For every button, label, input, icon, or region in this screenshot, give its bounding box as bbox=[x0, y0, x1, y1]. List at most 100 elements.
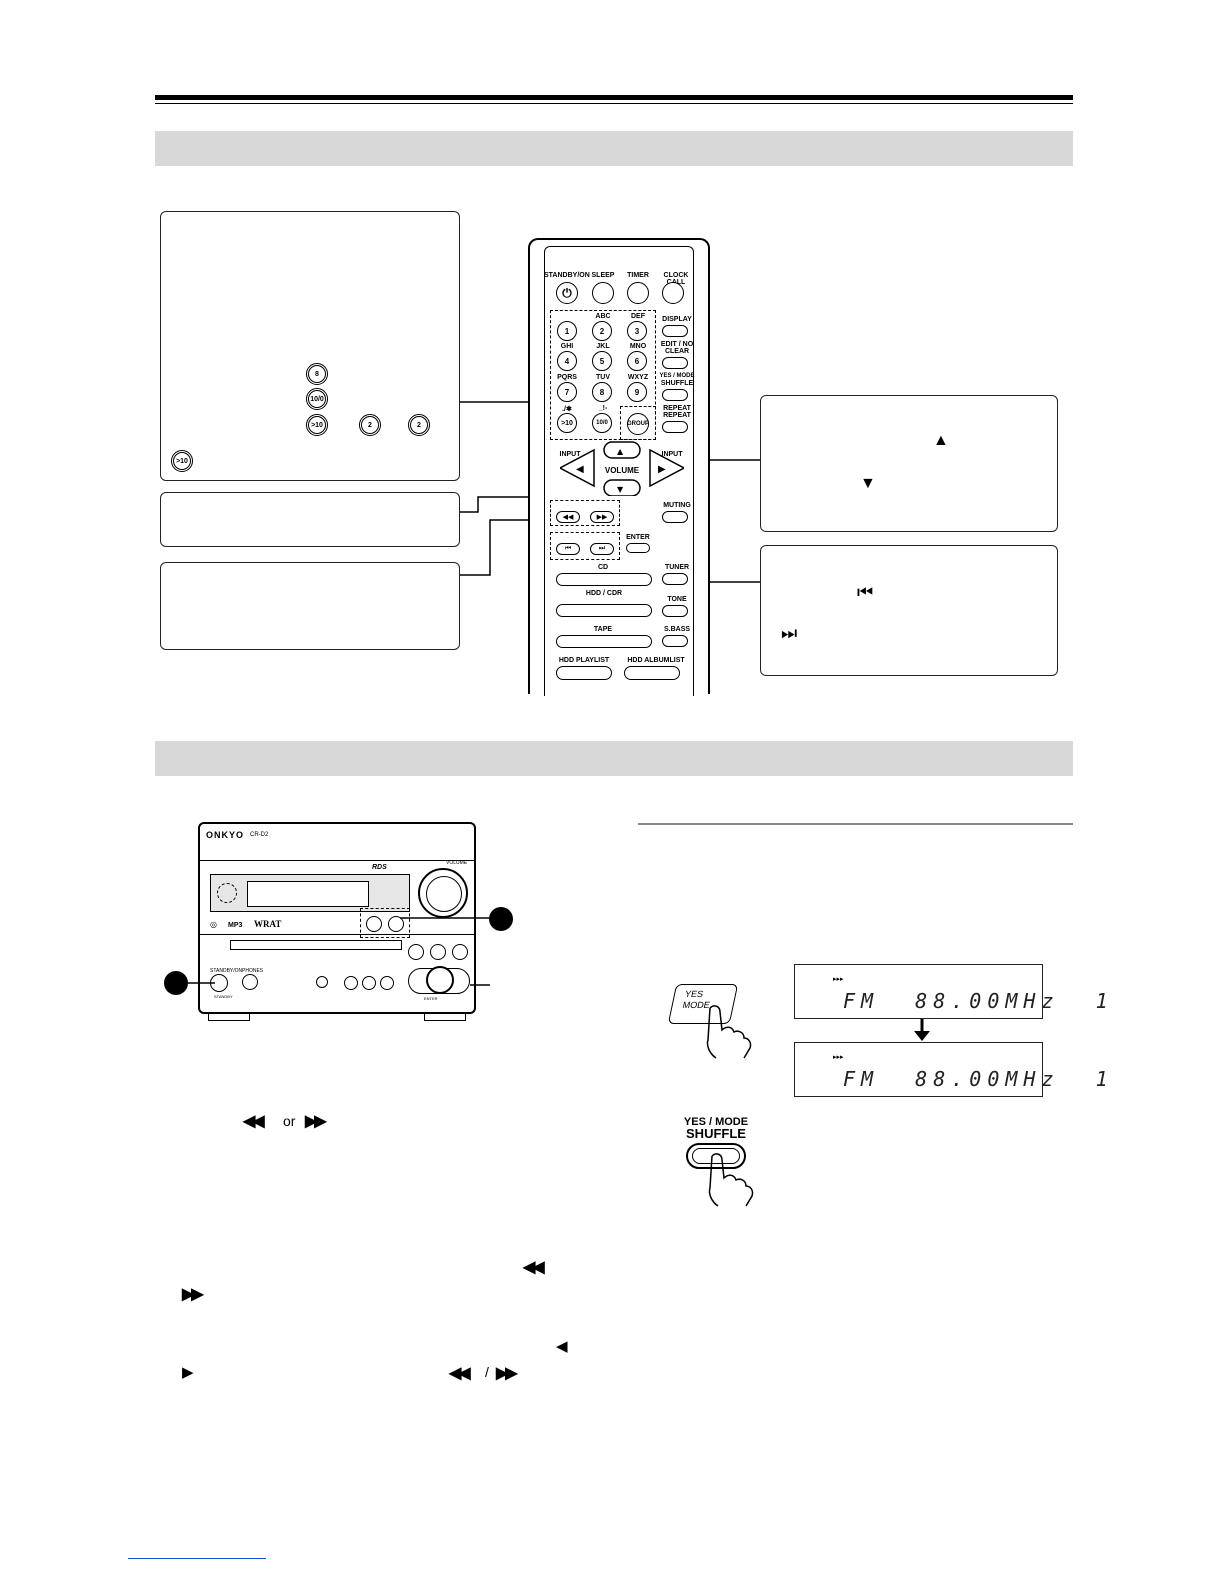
sleep-button[interactable] bbox=[592, 282, 614, 304]
button-gt10-icon-small: >10 bbox=[171, 450, 193, 472]
unit-brand: ONKYO bbox=[206, 830, 245, 840]
unit-tuning-up-button[interactable] bbox=[388, 916, 404, 932]
volume-knob[interactable] bbox=[418, 868, 468, 918]
gt10-button[interactable]: >10 bbox=[557, 413, 577, 433]
step-marker-a bbox=[489, 907, 513, 931]
label-volume: VOLUME bbox=[604, 466, 640, 475]
muting-button[interactable] bbox=[662, 511, 688, 523]
label-tuv: TUV bbox=[596, 374, 610, 381]
standby-on-button[interactable]: ⏻ bbox=[556, 282, 578, 304]
unit-leader-lines bbox=[188, 917, 490, 986]
tape-transport-bar[interactable] bbox=[556, 635, 652, 648]
label-repeat: REPEAT bbox=[663, 405, 691, 412]
label-hdd-playlist: HDD PLAYLIST bbox=[558, 657, 610, 664]
label-yes-mode: YES / MODE bbox=[659, 373, 695, 379]
label-tape: TAPE bbox=[593, 626, 613, 633]
rewind-glyph-icon-2: ◀◀ bbox=[523, 1259, 545, 1276]
unit-phones-jack bbox=[242, 974, 258, 990]
remote-label-sleep: SLEEP bbox=[591, 272, 615, 279]
svg-text:▲: ▲ bbox=[617, 447, 624, 456]
step-marker-b bbox=[164, 971, 188, 995]
label-hdd-cdr: HDD / CDR bbox=[585, 590, 623, 597]
digit-7-button[interactable]: 7 bbox=[557, 382, 577, 402]
clock-call-button[interactable] bbox=[662, 282, 684, 304]
rewind-button[interactable]: ◀◀ bbox=[556, 511, 580, 523]
skip-forward-button[interactable]: ⏭ bbox=[590, 543, 614, 555]
label-input-left: INPUT bbox=[559, 451, 581, 458]
subsection-rule bbox=[638, 823, 1073, 825]
unit-small-button-4[interactable] bbox=[380, 976, 394, 990]
fast-forward-button[interactable]: ▶▶ bbox=[590, 511, 614, 523]
repeat-button[interactable] bbox=[662, 421, 688, 433]
label-jkl: JKL bbox=[596, 343, 610, 350]
label-abc: ABC bbox=[595, 313, 611, 320]
hdd-playlist-buttons[interactable] bbox=[556, 666, 612, 680]
yes-mode-line: YES / MODE bbox=[683, 1116, 749, 1128]
label-wxyz: WXYZ bbox=[627, 374, 649, 381]
unit-button-2[interactable] bbox=[430, 944, 446, 960]
tuning-button-group bbox=[360, 908, 410, 938]
digit-2-button[interactable]: 2 bbox=[592, 321, 612, 341]
digit-4-button[interactable]: 4 bbox=[557, 351, 577, 371]
skip-back-button[interactable]: ⏮ bbox=[556, 543, 580, 555]
digit-8-button[interactable]: 8 bbox=[592, 382, 612, 402]
button-2-icon: 2 bbox=[359, 414, 381, 436]
footer-link-underline[interactable] bbox=[128, 1558, 266, 1559]
unit-model: CR-D2 bbox=[250, 832, 269, 838]
label-shuffle: SHUFFLE bbox=[660, 380, 694, 387]
unit-enter-dial[interactable] bbox=[426, 966, 454, 994]
disc-logo-icon: ◎ bbox=[210, 920, 217, 929]
unit-button-1[interactable] bbox=[408, 944, 424, 960]
unit-phones-label: PHONES bbox=[242, 968, 264, 974]
label-pqrs: PQRS bbox=[557, 374, 577, 381]
section-bar-remote bbox=[155, 131, 1073, 166]
edit-no-clear-button[interactable] bbox=[662, 357, 688, 369]
digit-3-button[interactable]: 3 bbox=[627, 321, 647, 341]
callout-preset-buttons: ⏮ ⏭ bbox=[760, 545, 1058, 676]
unit-tuning-down-button[interactable] bbox=[366, 916, 382, 932]
yes-mode-shuffle-button[interactable] bbox=[662, 389, 688, 401]
hdd-albumlist-buttons[interactable] bbox=[624, 666, 680, 680]
lcd-indicator: ▸▸▸ bbox=[833, 976, 844, 983]
callout-search-buttons bbox=[160, 492, 460, 547]
tone-button[interactable] bbox=[662, 605, 688, 617]
unit-button-3[interactable] bbox=[452, 944, 468, 960]
tuner-button[interactable] bbox=[662, 573, 688, 585]
fast-forward-glyph-icon-3: ▶▶ bbox=[496, 1365, 518, 1382]
sbass-button[interactable] bbox=[662, 635, 688, 647]
digit-9-button[interactable]: 9 bbox=[627, 382, 647, 402]
callout-tuning-buttons: ▲ ▼ bbox=[760, 395, 1058, 532]
display-button[interactable] bbox=[662, 325, 688, 337]
yes-mode-shuffle-label: YES / MODE SHUFFLE bbox=[676, 1116, 756, 1140]
unit-small-button-1[interactable] bbox=[316, 976, 328, 988]
unit-volume-label: VOLUME bbox=[446, 860, 468, 866]
volume-cross-pad[interactable]: ◀ ▶ ▲ ▼ bbox=[560, 440, 684, 496]
digit-1-button[interactable]: 1 bbox=[557, 321, 577, 341]
unit-standby-label: STANDBY/ON bbox=[210, 968, 243, 974]
label-space: _!- bbox=[598, 405, 608, 412]
unit-small-button-2[interactable] bbox=[344, 976, 358, 990]
cd-transport-bar[interactable] bbox=[556, 573, 652, 586]
rewind-glyph-icon-3: ◀◀ bbox=[449, 1365, 471, 1382]
label-punct: ./✱ bbox=[562, 406, 572, 413]
shuffle-line: SHUFFLE bbox=[686, 1126, 746, 1141]
right-arrow-glyph-icon: ▶ bbox=[182, 1364, 194, 1381]
digit-5-button[interactable]: 5 bbox=[592, 351, 612, 371]
callout-skip-buttons bbox=[160, 562, 460, 650]
unit-rds: RDS bbox=[372, 864, 387, 871]
lcd-frequency-2: FM 88.00MHz 1 bbox=[843, 1067, 1114, 1091]
ten-zero-button[interactable]: 10/0 bbox=[592, 413, 612, 433]
svg-text:◀: ◀ bbox=[576, 464, 584, 475]
rewind-glyph-icon: ◀◀ bbox=[243, 1113, 265, 1130]
group-button[interactable]: GROUP bbox=[627, 413, 649, 435]
label-hdd-albumlist: HDD ALBUMLIST bbox=[627, 657, 685, 664]
enter-button[interactable] bbox=[626, 543, 650, 553]
hdd-transport-bar[interactable] bbox=[556, 604, 652, 617]
timer-button[interactable] bbox=[627, 282, 649, 304]
down-arrow-icon: ▼ bbox=[860, 475, 876, 492]
label-display: DISPLAY bbox=[662, 316, 692, 323]
button-8-icon: 8 bbox=[306, 363, 328, 385]
digit-6-button[interactable]: 6 bbox=[627, 351, 647, 371]
unit-small-button-3[interactable] bbox=[362, 976, 376, 990]
label-mno: MNO bbox=[629, 343, 647, 350]
